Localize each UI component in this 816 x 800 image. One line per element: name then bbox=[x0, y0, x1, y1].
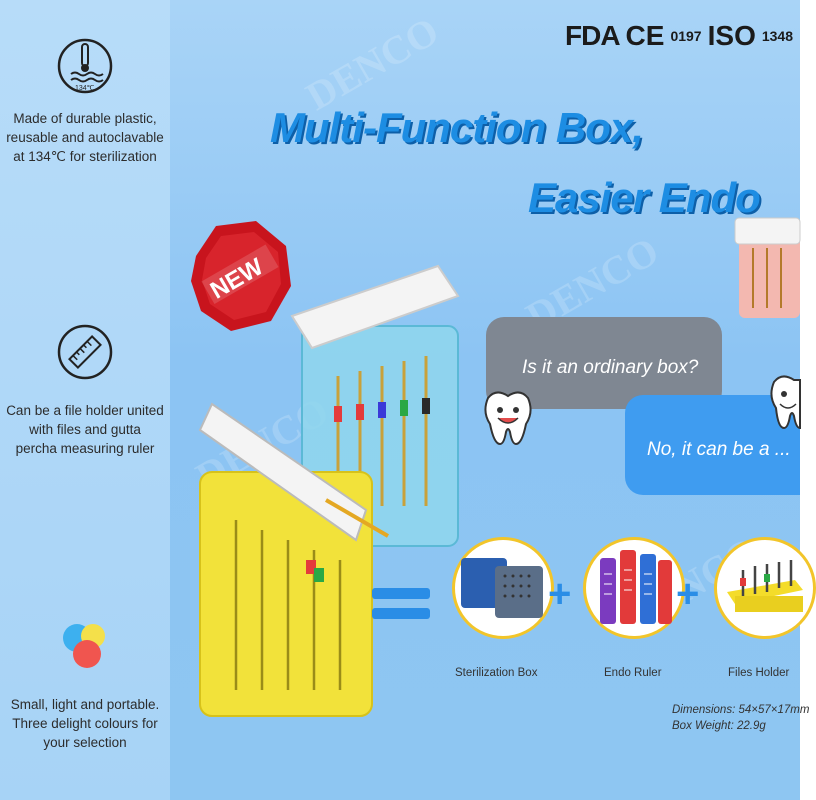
plus-sign: + bbox=[548, 572, 572, 616]
headline-line1: Multi-Function Box, bbox=[270, 104, 644, 151]
pink-endo-box bbox=[734, 217, 801, 318]
sterilization-box-image bbox=[452, 537, 554, 639]
question-text: Is it an ordinary box? bbox=[522, 357, 699, 378]
new-badge: NEW bbox=[191, 221, 291, 331]
feature-text: Small, light and portable. Three delight… bbox=[10, 697, 160, 750]
certification-logos: FDA CE 0197 ISO 1348 bbox=[565, 20, 793, 52]
fda-logo: FDA bbox=[565, 20, 621, 51]
endo-ruler-label: Endo Ruler bbox=[604, 667, 662, 679]
tooth-icon bbox=[484, 391, 532, 446]
ruler-icon bbox=[57, 324, 113, 380]
dimensions-text: Dimensions: 54×57×17mm bbox=[672, 704, 810, 716]
files-holder-label: Files Holder bbox=[728, 667, 790, 679]
feature-sterilization: 134℃ Made of durable plastic, reusable a… bbox=[0, 36, 170, 166]
weight-text: Box Weight: 22.9g bbox=[672, 720, 766, 732]
headline-line2: Easier Endo bbox=[528, 174, 761, 221]
iso-mark: ISO bbox=[707, 20, 756, 51]
answer-text: No, it can be a ... bbox=[647, 439, 791, 460]
plus-sign: + bbox=[676, 572, 700, 616]
answer-bubble: No, it can be a ... bbox=[625, 395, 800, 495]
ce-mark: CE bbox=[625, 20, 665, 51]
equals-sign bbox=[372, 588, 430, 628]
files-holder-image bbox=[714, 537, 816, 639]
question-bubble: Is it an ordinary box? bbox=[486, 317, 722, 409]
feature-text: Can be a file holder united with files a… bbox=[6, 403, 164, 456]
sterilization-box-label: Sterilization Box bbox=[455, 667, 538, 679]
ce-number: 0197 bbox=[670, 28, 702, 44]
endo-ruler-image bbox=[583, 537, 685, 639]
feature-panel: 134℃ Made of durable plastic, reusable a… bbox=[0, 0, 170, 800]
feature-text: Made of durable plastic, reusable and au… bbox=[6, 111, 164, 164]
thermometer-icon: 134℃ bbox=[57, 38, 113, 94]
temperature-label: 134℃ bbox=[75, 85, 95, 92]
iso-number: 1348 bbox=[761, 28, 793, 44]
yellow-endo-box bbox=[198, 402, 390, 717]
product-specs: Dimensions: 54×57×17mm Box Weight: 22.9g bbox=[672, 702, 809, 734]
tooth-icon bbox=[770, 375, 801, 430]
feature-colors: Small, light and portable. Three delight… bbox=[0, 616, 170, 752]
feature-ruler: Can be a file holder united with files a… bbox=[0, 322, 170, 458]
color-dots-icon bbox=[63, 624, 105, 668]
